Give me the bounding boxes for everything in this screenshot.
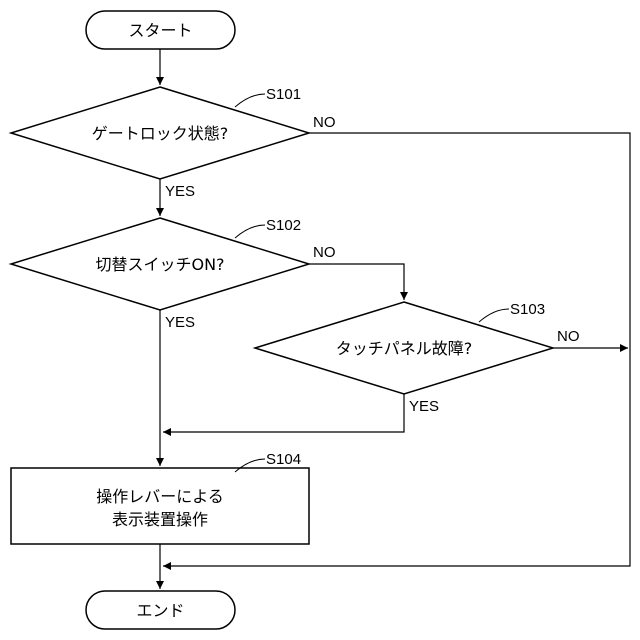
process-s104 xyxy=(11,468,309,544)
s102-yes-label: YES xyxy=(165,314,195,331)
decision-s102-text: 切替スイッチON? xyxy=(95,255,224,274)
end-label: エンド xyxy=(136,601,184,620)
s103-step-id: S103 xyxy=(510,301,545,318)
decision-s101-text: ゲートロック状態? xyxy=(92,124,229,143)
s101-no-label: NO xyxy=(313,114,336,131)
s101-step-id: S101 xyxy=(266,86,301,103)
s103-no-label: NO xyxy=(557,328,580,345)
start-label: スタート xyxy=(128,21,192,40)
connector-s103-yes xyxy=(163,394,404,432)
s102-leader xyxy=(235,225,265,238)
s101-leader xyxy=(235,94,265,107)
s103-leader xyxy=(479,309,509,322)
s102-no-label: NO xyxy=(313,244,336,261)
s103-yes-label: YES xyxy=(409,398,439,415)
s102-step-id: S102 xyxy=(266,217,301,234)
s101-yes-label: YES xyxy=(165,183,195,200)
process-s104-line1: 操作レバーによる xyxy=(96,487,224,506)
connector-s102-no xyxy=(309,264,404,300)
process-s104-line2: 表示装置操作 xyxy=(112,510,208,529)
s104-step-id: S104 xyxy=(266,451,301,468)
decision-s103-text: タッチパネル故障? xyxy=(336,339,473,358)
